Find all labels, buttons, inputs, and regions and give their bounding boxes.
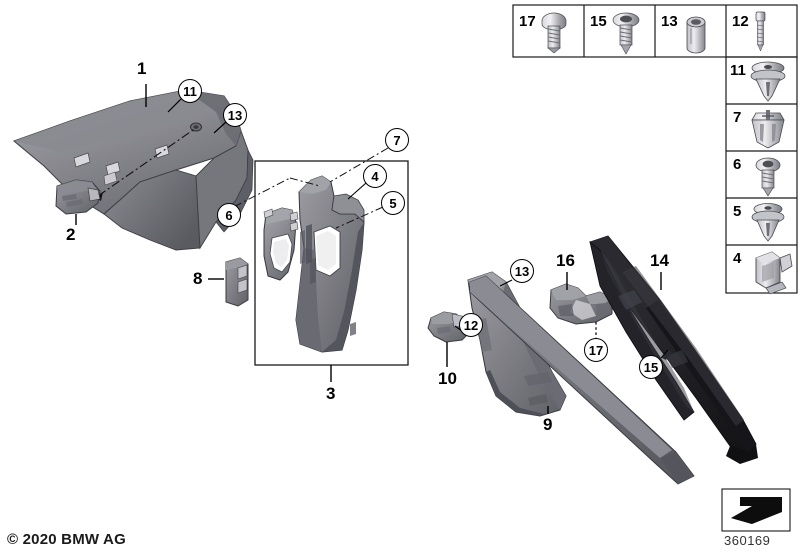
leader-line-13b [499, 279, 513, 287]
part-label-8: 8 [193, 269, 203, 288]
legend-num-15: 15 [590, 13, 607, 30]
part-14-c-pillar-trim-dark [589, 235, 758, 464]
callout-15[interactable]: 15 [639, 355, 663, 379]
legend-icon-15-torx-pan-head-screw [612, 12, 640, 55]
callout-5[interactable]: 5 [381, 191, 405, 215]
part-16-bracket [549, 283, 613, 325]
orientation-arrow-icon [721, 488, 791, 532]
callout-11[interactable]: 11 [178, 79, 202, 103]
callout-4[interactable]: 4 [363, 164, 387, 188]
part-label-14: 14 [650, 251, 669, 270]
part-label-1: 1 [137, 59, 147, 78]
copyright-notice: © 2020 BMW AG [7, 531, 126, 548]
callout-6[interactable]: 6 [217, 203, 241, 227]
part-label-3: 3 [326, 384, 336, 403]
part-label-2: 2 [66, 225, 76, 244]
assembly-axis-6 [219, 177, 321, 215]
legend-num-4: 4 [733, 250, 742, 267]
legend-num-5: 5 [733, 203, 742, 220]
part-label-16: 16 [556, 251, 575, 270]
part-1-a-pillar-trim [13, 89, 254, 251]
callout-13-lower[interactable]: 13 [510, 259, 534, 283]
leader-line-13a [213, 121, 227, 134]
legend-icon-11-expanding-rivet [750, 61, 786, 102]
diagram-id-label: 360169 [724, 533, 771, 548]
part-label-10: 10 [438, 369, 457, 388]
part-2-trim-cover [55, 179, 101, 215]
leader-line-15 [660, 349, 669, 359]
callout-7[interactable]: 7 [385, 128, 409, 152]
legend-num-12: 12 [732, 13, 749, 30]
legend-num-7: 7 [733, 109, 742, 126]
part-9-upper-rail [469, 275, 695, 485]
callout-17[interactable]: 17 [584, 338, 608, 362]
legend-icon-6-torx-flange-screw [755, 157, 781, 197]
part-3-b-pillar-trim [295, 175, 365, 353]
legend-icon-5-expanding-rivet [751, 203, 785, 242]
legend-icon-13-sleeve-bushing [686, 16, 706, 54]
part-label-9: 9 [543, 415, 553, 434]
legend-num-6: 6 [733, 156, 742, 173]
leader-line-11 [167, 98, 182, 113]
part-8-bracket [225, 257, 249, 307]
legend-num-13: 13 [661, 13, 678, 30]
callout-13-upper[interactable]: 13 [223, 103, 247, 127]
callout-12[interactable]: 12 [459, 313, 483, 337]
leader-line-4 [347, 182, 367, 200]
assembly-axis-7 [329, 147, 389, 183]
legend-panel-frame [512, 4, 798, 294]
legend-icon-4-spring-metal-clip [755, 251, 793, 295]
legend-icon-7-push-in-clip [751, 110, 785, 149]
part-3-lower-cover [263, 207, 299, 281]
legend-num-11: 11 [730, 62, 746, 79]
legend-icon-12-socket-head-bolt [755, 11, 766, 52]
legend-icon-17-dome-head-screw [541, 12, 567, 54]
legend-num-17: 17 [519, 13, 536, 30]
